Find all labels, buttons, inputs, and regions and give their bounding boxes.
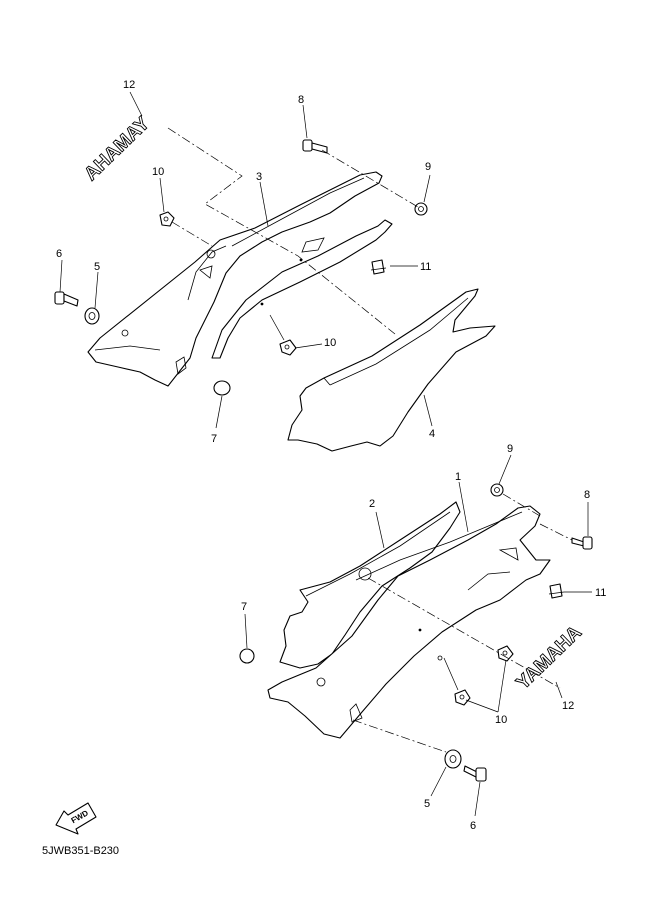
bolt-6-top xyxy=(54,291,79,307)
callout-9-bot: 9 xyxy=(507,443,513,455)
callout-6-top: 6 xyxy=(56,248,62,260)
callout-1: 1 xyxy=(455,471,461,483)
top-leaders xyxy=(59,91,433,429)
nut-9-top xyxy=(414,202,428,216)
clip-10-top xyxy=(159,211,175,227)
callout-11-top: 11 xyxy=(420,261,431,273)
callout-2: 2 xyxy=(369,498,375,510)
emblem-upper: YAMAHA xyxy=(80,113,154,186)
bolt-8-bot xyxy=(571,536,593,550)
bottom-leaders xyxy=(244,454,592,817)
grommet-5-top xyxy=(84,307,100,325)
grommet-7-bot xyxy=(239,648,255,664)
clip-10-mid xyxy=(279,339,297,356)
callout-5-top: 5 xyxy=(94,261,100,273)
grommet-7-top xyxy=(213,380,231,396)
clip-10-bot-b xyxy=(454,689,471,706)
callout-11-bot: 11 xyxy=(595,587,606,599)
callout-12-bot: 12 xyxy=(562,700,574,712)
callout-7-top: 7 xyxy=(211,433,217,445)
emblem-lower-text: YAMAHA xyxy=(513,622,587,694)
clip-11-bot xyxy=(548,583,565,599)
callout-3: 3 xyxy=(256,171,262,183)
clip-10-bot-a xyxy=(497,645,514,662)
callout-8-top: 8 xyxy=(298,94,304,106)
side-cover-1 xyxy=(267,505,551,739)
callout-10-bot: 10 xyxy=(495,714,507,726)
side-cover-4 xyxy=(287,288,496,452)
emblem-upper-text: YAMAHA xyxy=(80,113,154,185)
grommet-5-bot xyxy=(444,749,462,769)
callout-7-bot: 7 xyxy=(241,601,247,613)
callout-8-bot: 8 xyxy=(584,489,590,501)
callout-10-top: 10 xyxy=(152,166,164,178)
callout-9-top: 9 xyxy=(425,161,431,173)
callout-12-top: 12 xyxy=(123,79,135,91)
callout-6-bot: 6 xyxy=(470,820,476,832)
clip-11-top xyxy=(370,259,387,275)
callout-4: 4 xyxy=(429,428,435,440)
side-cover-3 xyxy=(87,171,383,387)
emblem-lower: YAMAHA xyxy=(512,621,587,694)
inner-cover xyxy=(211,219,393,359)
callout-5-bot: 5 xyxy=(424,798,430,810)
nut-9-bot xyxy=(490,483,504,497)
callout-10-mid: 10 xyxy=(324,337,336,349)
diagram-code: 5JWB351-B230 xyxy=(42,845,119,857)
side-cover-2 xyxy=(279,501,461,669)
fwd-arrow-icon: FWD xyxy=(55,802,97,835)
bolt-6-bot xyxy=(463,765,487,782)
